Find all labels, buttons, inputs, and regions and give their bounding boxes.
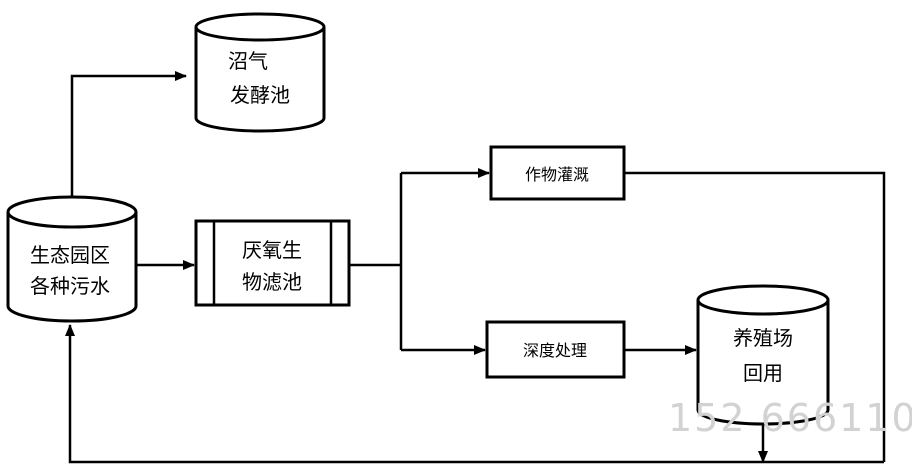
deep-treatment-label: 深度处理 [523,341,587,360]
biogas-tank-node: 沼气 发酵池 [194,12,326,133]
wastewater-source-node: 生态园区 各种污水 [6,195,138,323]
biogas-tank-label-1: 沼气 [228,49,268,73]
biogas-tank-label-2: 发酵池 [230,83,290,107]
anaerobic-filter-label-1: 厌氧生 [242,238,302,262]
crop-irrigation-node: 作物灌溉 [489,145,626,201]
anaerobic-filter-label-2: 物滤池 [242,270,302,294]
farm-reuse-node: 养殖场 回用 [696,284,830,426]
anaerobic-filter-node: 厌氧生 物滤池 [194,219,351,307]
farm-reuse-label-2: 回用 [743,361,783,385]
connectors [65,71,886,464]
farm-reuse-label-1: 养殖场 [733,326,793,350]
arrow-return-to-wastewater [65,324,884,464]
watermark-text: 152 66611010 [668,396,912,440]
deep-treatment-node: 深度处理 [485,320,626,379]
crop-irrigation-label: 作物灌溉 [525,165,589,184]
wastewater-label-2: 各种污水 [30,274,110,298]
wastewater-label-1: 生态园区 [30,243,110,267]
line-irrigation-return [624,171,886,462]
arrow-wastewater-to-biogas [70,71,187,197]
